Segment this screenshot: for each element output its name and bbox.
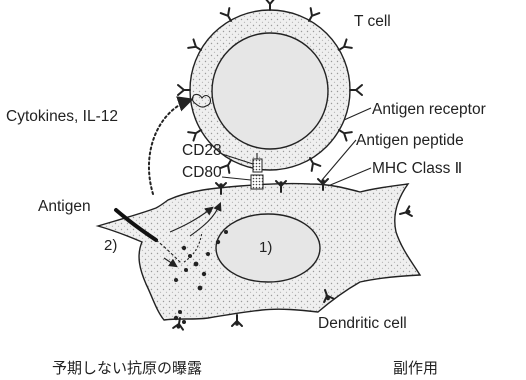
cytokines-label: Cytokines, IL-12 [6, 108, 118, 125]
cd80-label: CD80 [182, 164, 222, 181]
cd80-molecule [251, 175, 263, 189]
antigen-peptide-label: Antigen peptide [356, 132, 464, 149]
receptor-icon [178, 85, 190, 95]
mhc-class-label: MHC Class Ⅱ [372, 160, 462, 177]
nucleus-marker: 1) [259, 239, 272, 256]
mhc-class-leader [328, 168, 371, 186]
caption-left: 予期しない抗原の曝露 [52, 359, 202, 377]
antigen-marker: 2) [104, 237, 117, 254]
antigen-label: Antigen [38, 198, 91, 215]
dendritic-cell-label: Dendritic cell [318, 315, 407, 332]
mhc-peptide-icon [399, 206, 412, 219]
t-cell-label: T cell [354, 13, 391, 30]
cd28-label: CD28 [182, 142, 222, 159]
t-cell-nucleus [212, 33, 328, 149]
mhc-peptide-icon [232, 315, 242, 326]
receptor-icon [350, 85, 362, 95]
cd80-leader [222, 177, 251, 180]
antigen-receptor-label: Antigen receptor [372, 101, 486, 118]
receptor-icon [265, 0, 275, 10]
caption-right: 副作用 [393, 359, 438, 377]
